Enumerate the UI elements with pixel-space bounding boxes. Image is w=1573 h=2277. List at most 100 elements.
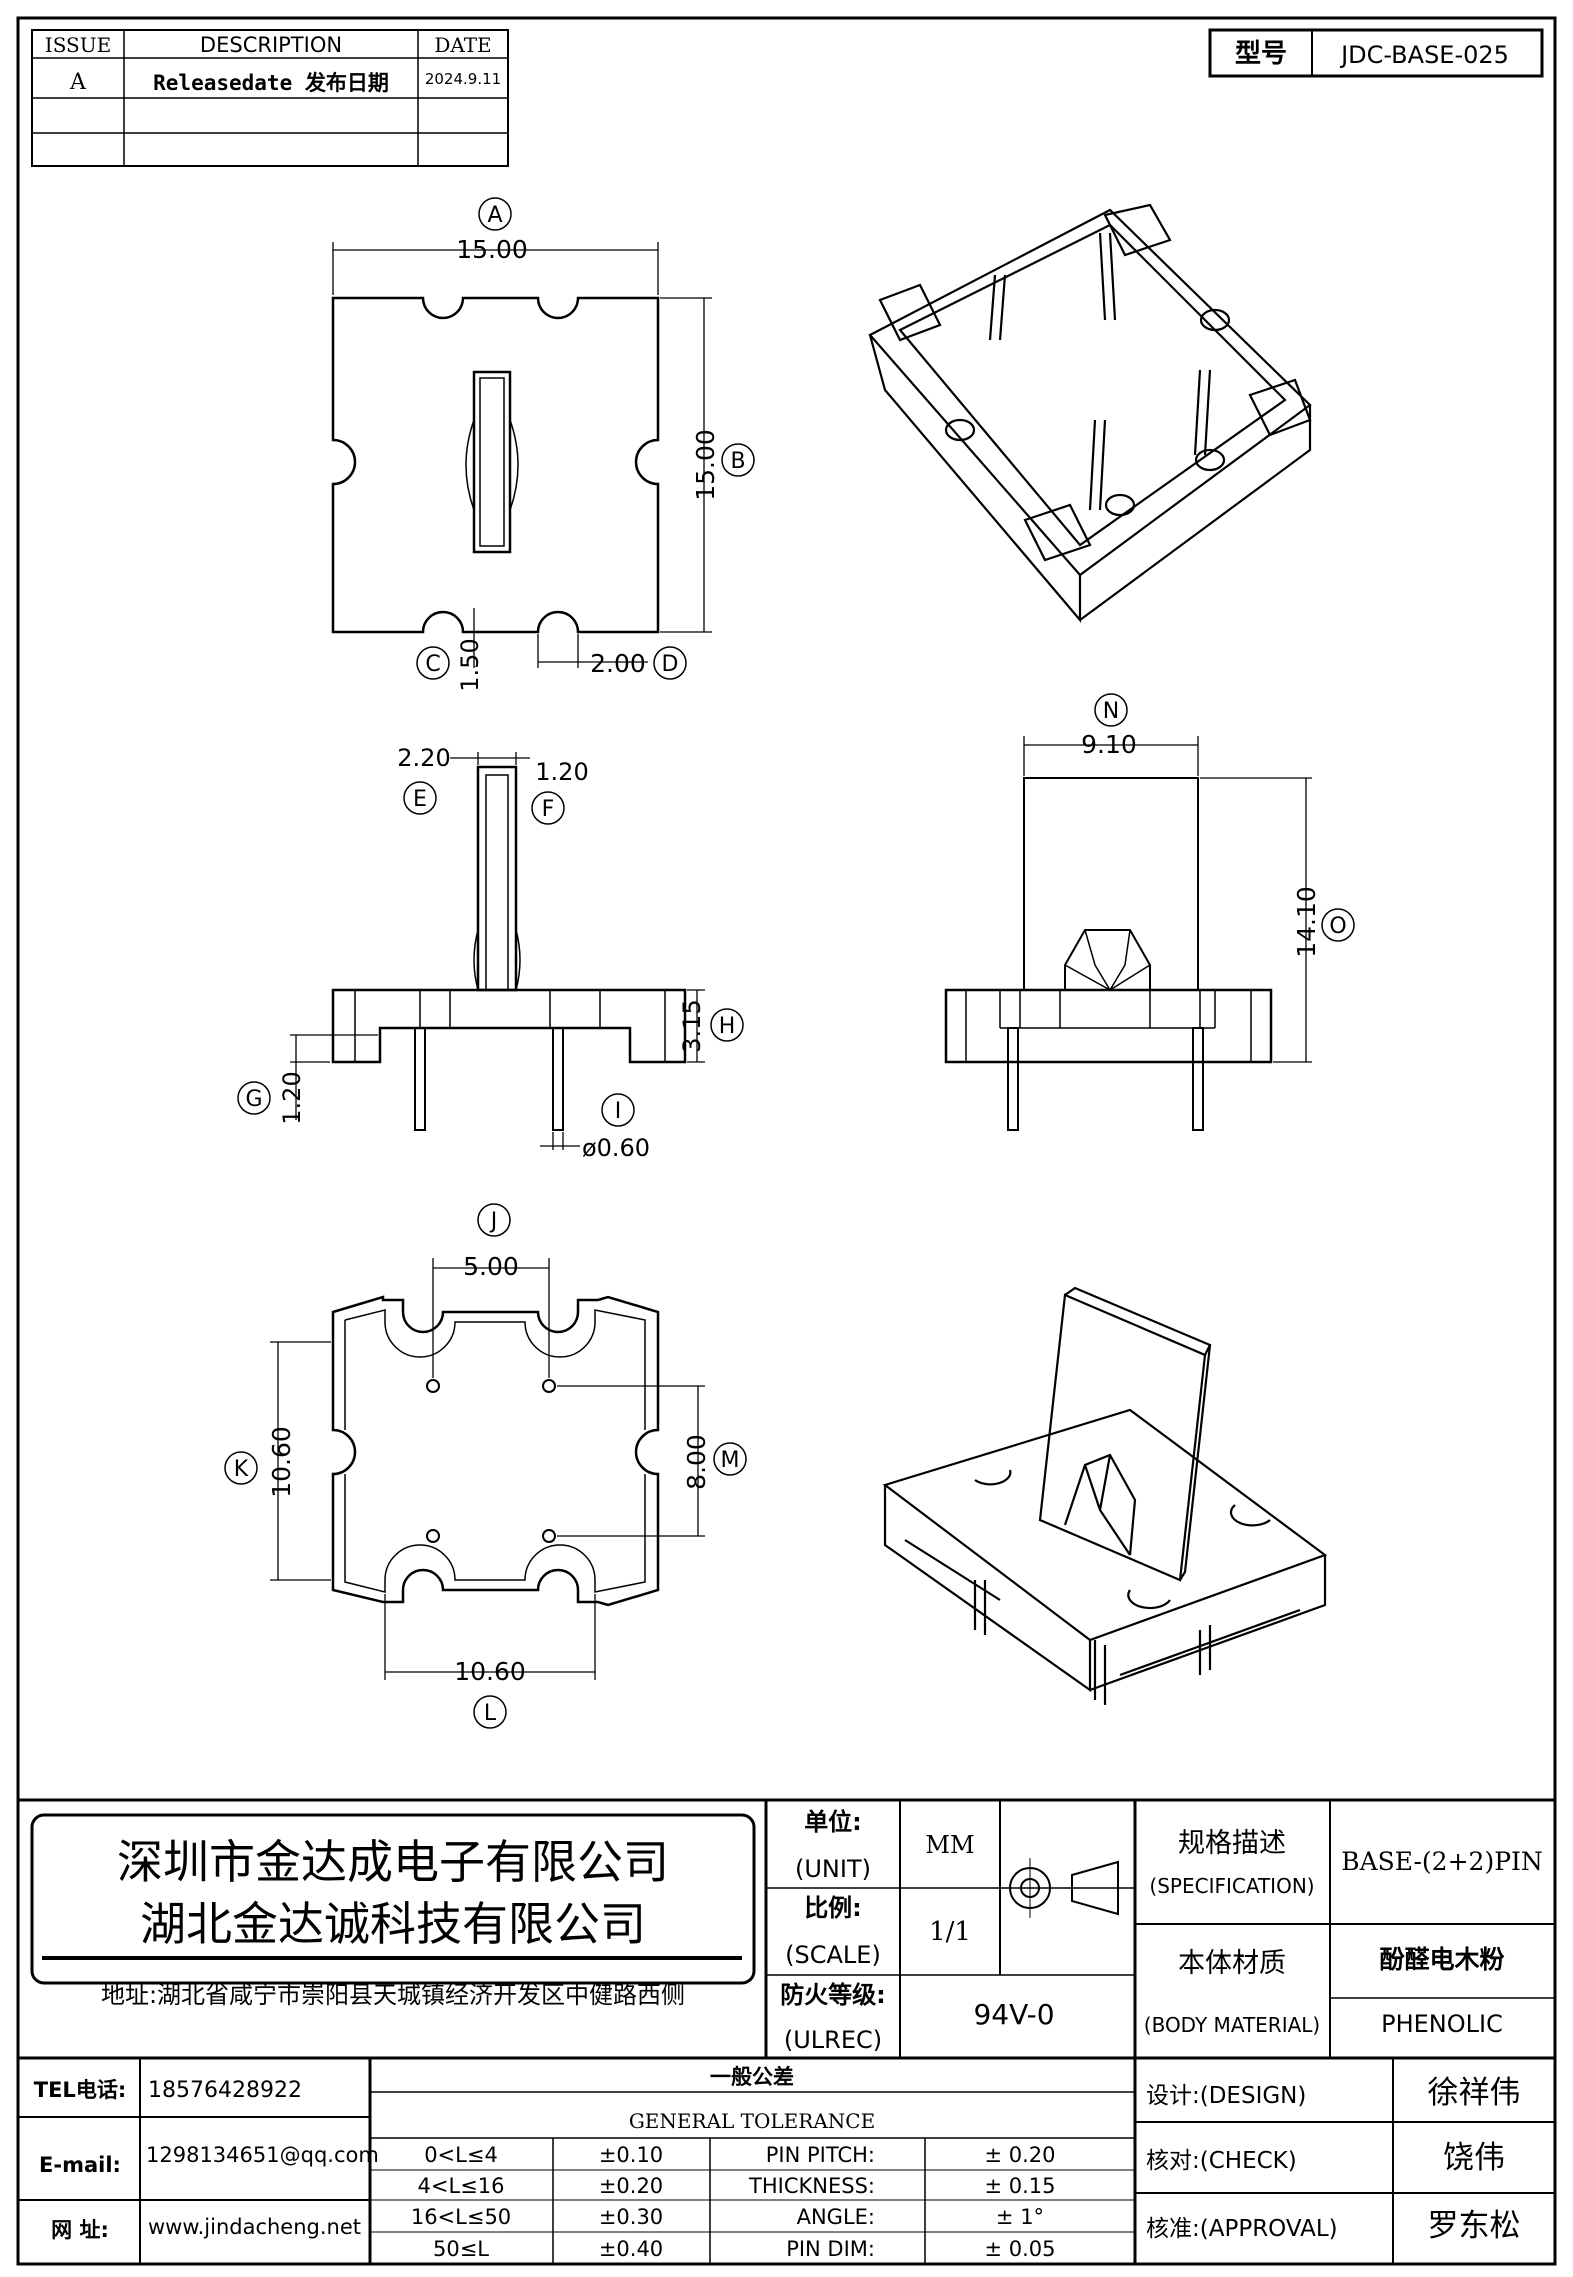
title-block: 深圳市金达成电子有限公司 湖北金达诚科技有限公司 地址:湖北省咸宁市崇阳县天城镇… — [16, 1798, 1555, 2264]
tolerance-value: ±0.20 — [599, 2174, 663, 2198]
top-view: A 15.00 15.00 B 1.50 C 2.00 D — [331, 197, 755, 692]
rev-header-description: DESCRIPTION — [200, 33, 342, 57]
web-label: 网 址: — [51, 2218, 109, 2242]
email-value: 1298134651@qq.com — [146, 2143, 379, 2167]
company-frame — [30, 1813, 756, 1985]
dim-tag-g-label: G — [245, 1087, 262, 1112]
dim-g-value: 1.20 — [278, 1071, 306, 1124]
tolerance-item-name: PIN DIM: — [786, 2237, 875, 2261]
dim-tag-o — [1321, 908, 1355, 942]
tolerance-title-en: GENERAL TOLERANCE — [629, 2109, 875, 2133]
dim-tag-h — [710, 1008, 744, 1042]
dim-j-value: 5.00 — [463, 1252, 519, 1281]
company-name-1: 深圳市金达成电子有限公司 — [117, 1835, 669, 1889]
tolerance-value: ±0.30 — [599, 2205, 663, 2229]
unit-value: MM — [925, 1831, 974, 1859]
rev-row-description: Releasedate 发布日期 — [153, 71, 389, 95]
web-value: www.jindacheng.net — [148, 2215, 361, 2239]
check-label: 核对:(CHECK) — [1146, 2148, 1297, 2174]
tolerance-item-name: ANGLE: — [797, 2205, 875, 2229]
approval-value: 罗东松 — [1428, 2208, 1521, 2244]
dim-d-value: 2.00 — [590, 649, 646, 678]
side-view: 2.20 E 1.20 F 3.15 H 1.20 G I ø0.60 — [237, 744, 744, 1162]
tolerance-item-value: ± 0.15 — [984, 2174, 1055, 2198]
tolerance-item-value: ± 0.20 — [984, 2143, 1055, 2167]
tolerance-item-value: ± 0.05 — [984, 2237, 1055, 2261]
rev-row-date: 2024.9.11 — [425, 70, 501, 88]
dim-c-value: 1.50 — [456, 638, 484, 691]
tel-label: TEL电话: — [34, 2078, 126, 2102]
dim-f-value: 1.20 — [535, 758, 588, 786]
unit-label-en: (UNIT) — [795, 1855, 871, 1883]
dim-tag-a — [478, 197, 512, 231]
dim-tag-e — [403, 781, 437, 815]
projection-symbol — [1000, 1858, 1119, 1918]
tolerance-range: 0<L≤4 — [424, 2143, 498, 2167]
dim-n-value: 9.10 — [1081, 730, 1137, 759]
rev-header-date: DATE — [434, 33, 491, 57]
dim-tag-h-label: H — [719, 1014, 736, 1039]
dim-tag-n-label: N — [1103, 699, 1119, 724]
model-value: JDC-BASE-025 — [1339, 41, 1509, 69]
dim-tag-m-label: M — [721, 1448, 740, 1473]
revision-table: ISSUE DESCRIPTION DATE A Releasedate 发布日… — [31, 29, 509, 167]
spec-label-en: (SPECIFICATION) — [1149, 1874, 1314, 1898]
dim-a-value: 15.00 — [456, 235, 528, 264]
dim-tag-d — [653, 646, 687, 680]
fire-label-cn: 防火等级: — [780, 1981, 886, 2009]
dim-b-value: 15.00 — [691, 429, 720, 501]
tolerance-value: ±0.10 — [599, 2143, 663, 2167]
design-value: 徐祥伟 — [1428, 2075, 1521, 2111]
dim-tag-o-label: O — [1329, 914, 1346, 939]
tolerance-grid: 0<L≤4±0.104<L≤16±0.2016<L≤50±0.3050≤L±0.… — [411, 2143, 1056, 2261]
fire-label-en: (ULREC) — [784, 2026, 882, 2054]
dim-tag-d-label: D — [662, 652, 679, 677]
dim-tag-g — [237, 1081, 271, 1115]
tolerance-value: ±0.40 — [599, 2237, 663, 2261]
dim-tag-b-label: B — [730, 449, 745, 474]
check-value: 饶伟 — [1443, 2140, 1505, 2176]
dim-tag-k-label: K — [234, 1457, 249, 1482]
design-label: 设计:(DESIGN) — [1146, 2083, 1306, 2109]
dim-tag-f — [531, 791, 565, 825]
rev-header-issue: ISSUE — [45, 33, 111, 57]
tolerance-item-name: THICKNESS: — [748, 2174, 875, 2198]
dim-tag-j-label: J — [489, 1209, 498, 1234]
sheet-border — [16, 16, 1557, 2266]
dim-m-value: 8.00 — [682, 1434, 711, 1490]
dim-tag-e-label: E — [413, 787, 427, 812]
scale-value: 1/1 — [929, 1917, 971, 1947]
fire-value: 94V-0 — [973, 1998, 1054, 2031]
tolerance-range: 50≤L — [433, 2237, 489, 2261]
dim-tag-j — [477, 1203, 511, 1237]
front-view: N 9.10 14.10 O — [944, 693, 1355, 1131]
company-name-2: 湖北金达诚科技有限公司 — [140, 1897, 646, 1951]
dim-h-value: 3.15 — [678, 999, 706, 1052]
dim-tag-i — [601, 1093, 635, 1127]
tel-value: 18576428922 — [148, 2078, 302, 2103]
bottom-view: J 5.00 10.60 K 8.00 M 10.60 L — [224, 1203, 747, 1729]
dim-k-value: 10.60 — [267, 1426, 296, 1498]
company-address: 地址:湖北省咸宁市崇阳县天城镇经济开发区中健路西侧 — [101, 1981, 685, 2009]
tolerance-title-cn: 一般公差 — [710, 2065, 794, 2089]
iso-view-assembly — [882, 1286, 1328, 1705]
dim-tag-i-label: I — [615, 1099, 622, 1124]
email-label: E-mail: — [39, 2153, 121, 2177]
dim-i-value: ø0.60 — [582, 1134, 650, 1162]
rev-row-issue: A — [69, 70, 87, 95]
material-label-cn: 本体材质 — [1178, 1948, 1286, 1979]
dim-tag-c — [416, 646, 450, 680]
dim-o-value: 14.10 — [1292, 886, 1321, 958]
tolerance-range: 4<L≤16 — [418, 2174, 505, 2198]
dim-tag-b — [721, 443, 755, 477]
spec-label-cn: 规格描述 — [1178, 1828, 1286, 1859]
dim-tag-f-label: F — [542, 797, 555, 822]
model-label: 型号 — [1235, 39, 1287, 69]
scale-label-cn: 比例: — [804, 1894, 862, 1922]
iso-view-base — [868, 203, 1312, 623]
spec-value: BASE-(2+2)PIN — [1341, 1847, 1543, 1876]
scale-label-en: (SCALE) — [785, 1941, 881, 1969]
dim-tag-m — [713, 1442, 747, 1476]
approval-label: 核准:(APPROVAL) — [1146, 2216, 1338, 2242]
material-value-en: PHENOLIC — [1381, 2010, 1503, 2038]
